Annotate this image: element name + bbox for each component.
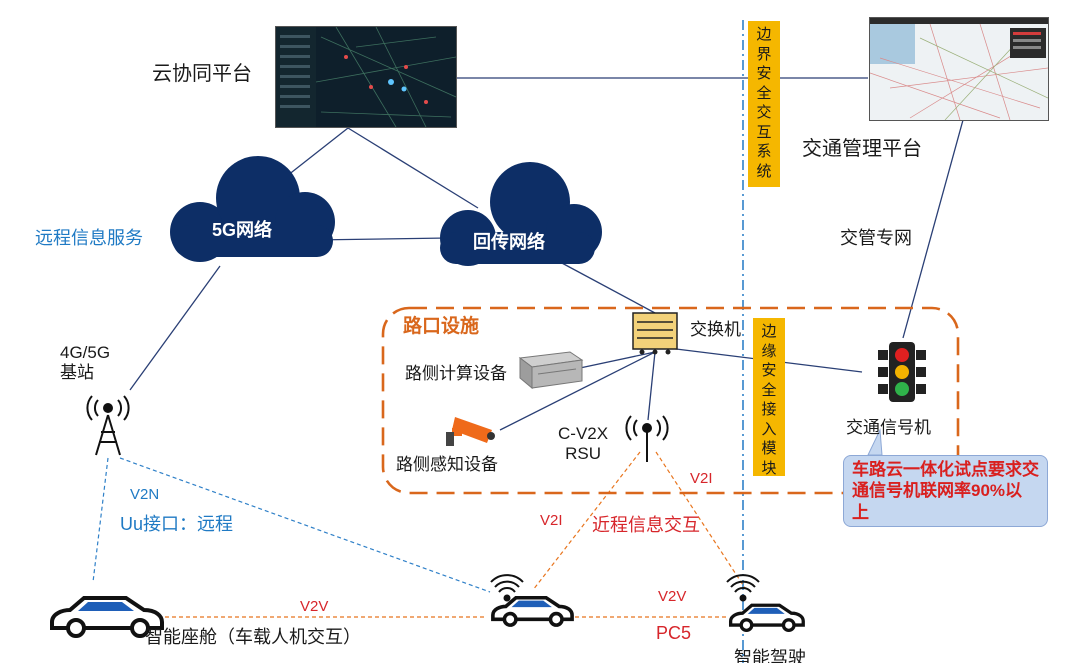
traffic-signal-label: 交通信号机 — [846, 418, 931, 437]
connection-lines — [129, 77, 964, 431]
backhaul-to-switch-line — [559, 261, 656, 314]
roadside-compute-label: 路侧计算设备 — [405, 364, 507, 383]
v2n-lines — [92, 457, 491, 593]
signal-waves-icon — [726, 574, 760, 602]
v2i-left-label: V2I — [540, 512, 563, 529]
cloud-platform-label: 云协同平台 — [152, 63, 252, 85]
v2i-line-right — [655, 451, 746, 589]
car-icon — [50, 596, 164, 638]
camera-icon — [446, 417, 495, 446]
pc5-label: PC5 — [656, 623, 692, 643]
map-screen-light — [870, 18, 1048, 120]
switch-icon — [632, 312, 678, 355]
signal-waves-icon — [490, 574, 524, 602]
car-icon — [491, 595, 574, 627]
switch-label: 交换机 — [690, 320, 741, 339]
server-icon — [518, 351, 584, 390]
smart-driving-label: 智能驾驶 — [734, 648, 806, 663]
intersection-title: 路口设施 — [403, 316, 480, 337]
v2x-lines — [165, 451, 746, 618]
edge-security-interaction-box: 边界安全交互系统 — [748, 21, 780, 187]
v2n-line-vehicle — [119, 457, 491, 593]
backhaul-network-label: 回传网络 — [473, 232, 545, 252]
callout-note: 车路云一体化试点要求交通信号机联网率90%以上 — [843, 455, 1048, 527]
traffic-platform-label: 交通管理平台 — [802, 138, 922, 160]
intersection-frame — [381, 306, 960, 495]
screen-icon — [869, 17, 1049, 121]
v2v-right-label: V2V — [658, 588, 687, 605]
v2v-left-label: V2V — [300, 598, 329, 615]
uu-interface-label: Uu接口：远程 — [120, 514, 234, 534]
antenna-icon — [625, 415, 669, 462]
rsu-label: C-V2X RSU — [558, 424, 609, 463]
edge-security-access-box: 边缘安全接入模块 — [753, 318, 785, 477]
cloud-icon — [170, 156, 335, 262]
base-station-label: 4G/5G 基站 — [60, 343, 111, 382]
v2n-line-cockpit — [92, 457, 109, 583]
platform-to-backhaul-line — [347, 127, 479, 209]
switch-to-camera-line — [499, 351, 656, 431]
traffic-private-net-label: 交管专网 — [840, 228, 912, 248]
5g-to-tower-line — [129, 265, 221, 391]
remote-interaction-label: 近程信息交互 — [592, 515, 700, 535]
map-screen-dark — [276, 27, 456, 127]
tower-icon — [86, 395, 130, 456]
v2i-right-label: V2I — [690, 470, 713, 487]
5g-to-backhaul-line — [311, 237, 449, 241]
smart-cockpit-label: 智能座舱（车载人机交互） — [145, 627, 361, 647]
v2n-label: V2N — [130, 486, 160, 503]
cloud-icon — [440, 162, 602, 266]
traffic-light-icon — [878, 342, 926, 402]
remote-info-service-label: 远程信息服务 — [35, 228, 143, 248]
traffic-private-line — [902, 119, 964, 339]
car-icon — [728, 603, 805, 633]
v2i-line-left — [532, 451, 641, 591]
roadside-sensor-label: 路侧感知设备 — [396, 455, 498, 474]
5g-network-label: 5G网络 — [212, 220, 273, 240]
switch-to-compute-line — [579, 351, 656, 369]
switch-to-rsu-line — [647, 351, 656, 421]
screen-icon — [275, 26, 457, 128]
